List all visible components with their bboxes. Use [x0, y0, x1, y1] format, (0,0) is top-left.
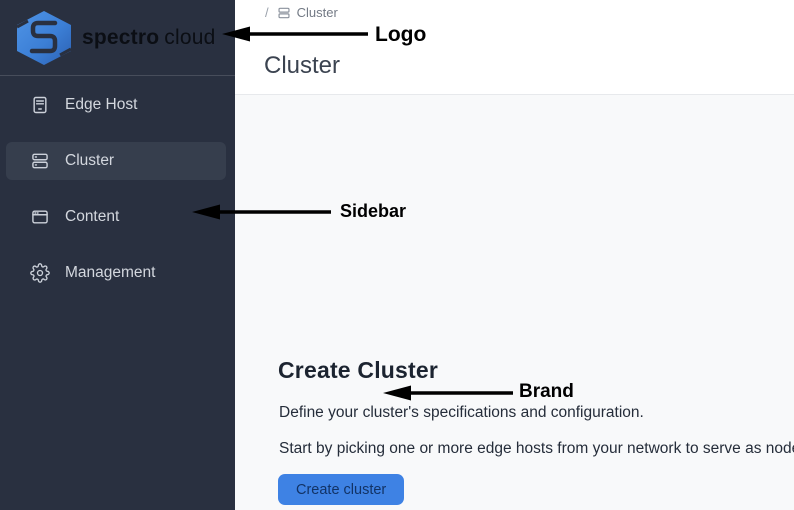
sidebar-nav: Edge Host Cluster	[0, 86, 235, 310]
sidebar-item-label: Content	[65, 208, 120, 225]
content-icon	[30, 207, 50, 227]
create-cluster-heading: Create Cluster	[278, 357, 439, 383]
page-header: / Cluster Cluster	[235, 0, 794, 95]
sidebar-item-edge-host[interactable]: Edge Host	[6, 86, 226, 124]
sidebar-item-content[interactable]: Content	[6, 198, 226, 236]
spectro-cloud-logo-icon	[14, 10, 74, 66]
logo-annotation-arrow	[222, 24, 368, 44]
sidebar-item-label: Edge Host	[65, 96, 138, 113]
edge-host-icon	[30, 95, 50, 115]
page-title: Cluster	[264, 52, 341, 79]
annotation-label-logo: Logo	[375, 23, 427, 46]
brand-annotation-arrow	[383, 383, 513, 403]
cluster-icon	[277, 6, 291, 20]
breadcrumb-separator: /	[265, 5, 269, 20]
create-cluster-button[interactable]: Create cluster	[278, 474, 405, 505]
cluster-icon	[30, 151, 50, 171]
content-area: Create Cluster Define your cluster's spe…	[235, 96, 794, 510]
description-line-1: Define your cluster's specifications and…	[279, 404, 644, 421]
sidebar-item-cluster[interactable]: Cluster	[6, 142, 226, 180]
breadcrumb: / Cluster	[265, 5, 338, 20]
management-gear-icon	[30, 263, 50, 283]
sidebar-item-label: Management	[65, 264, 156, 281]
description-line-2: Start by picking one or more edge hosts …	[279, 440, 794, 457]
annotation-label-brand: Brand	[519, 381, 574, 402]
annotation-label-sidebar: Sidebar	[340, 201, 407, 221]
breadcrumb-item-cluster[interactable]: Cluster	[296, 5, 338, 20]
sidebar-item-management[interactable]: Management	[6, 254, 226, 292]
sidebar-annotation-arrow	[192, 202, 331, 222]
main-area: / Cluster Cluster Create Cluster Define …	[235, 0, 794, 510]
sidebar-item-label: Cluster	[65, 152, 115, 169]
